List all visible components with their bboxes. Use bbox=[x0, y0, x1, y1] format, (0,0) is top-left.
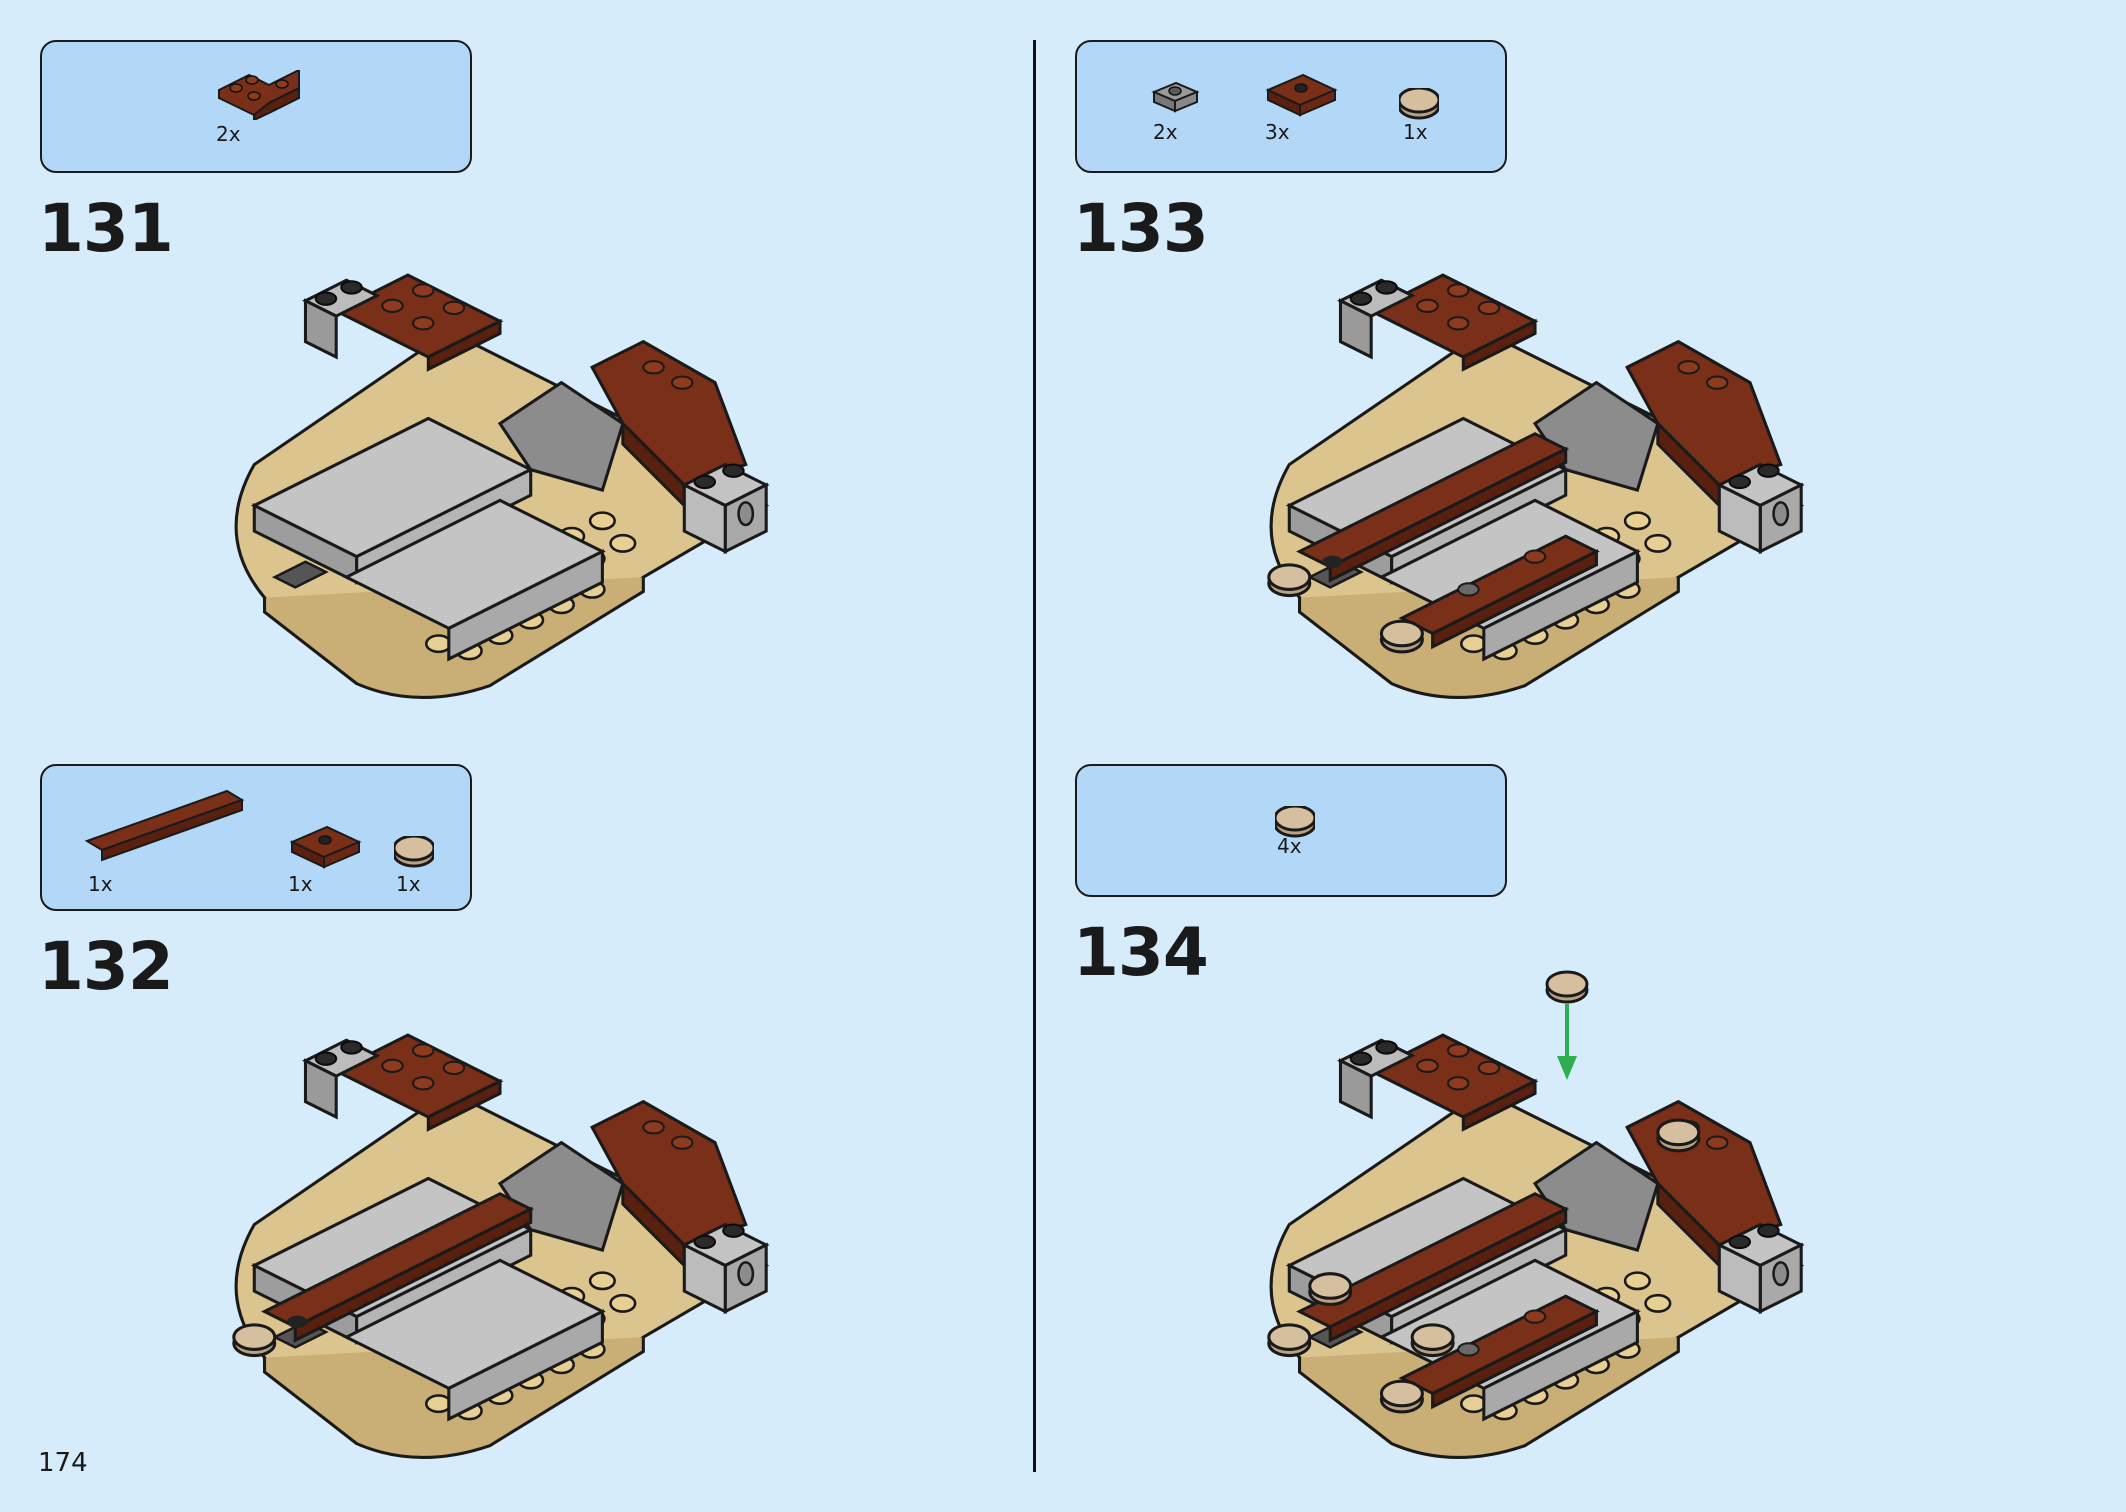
tan-round-tile-icon bbox=[1399, 88, 1439, 120]
brown-long-plate-icon bbox=[82, 786, 252, 866]
part-qty: 1x bbox=[288, 872, 313, 896]
page-number: 174 bbox=[38, 1448, 88, 1478]
assembly-model-step-133 bbox=[1225, 270, 1845, 704]
part-qty: 1x bbox=[1403, 120, 1428, 144]
page-divider bbox=[1033, 40, 1036, 1472]
part-qty: 2x bbox=[216, 122, 241, 146]
parts-box-step-131: 2x bbox=[40, 40, 472, 173]
gray-jumper-plate-icon bbox=[1151, 80, 1201, 116]
part-qty: 1x bbox=[88, 872, 113, 896]
parts-box-step-132: 1x 1x 1x bbox=[40, 764, 472, 911]
brown-jumper-plate-icon bbox=[287, 822, 367, 872]
step-number: 134 bbox=[1073, 914, 1209, 991]
tan-round-tile-icon bbox=[1542, 968, 1592, 1008]
part-qty: 4x bbox=[1277, 834, 1302, 858]
step-number: 132 bbox=[38, 928, 174, 1005]
parts-box-step-133: 2x 3x 1x bbox=[1075, 40, 1507, 173]
part-qty: 1x bbox=[396, 872, 421, 896]
tan-round-tile-icon bbox=[394, 836, 434, 868]
brown-jumper-plate-icon bbox=[1263, 70, 1343, 120]
assembly-model-step-131 bbox=[190, 270, 810, 704]
brown-corner-plate-icon bbox=[214, 70, 304, 120]
step-number: 133 bbox=[1073, 190, 1209, 267]
parts-box-step-134: 4x bbox=[1075, 764, 1507, 897]
green-arrow-icon bbox=[1556, 1004, 1578, 1082]
step-number: 131 bbox=[38, 190, 174, 267]
part-qty: 2x bbox=[1153, 120, 1178, 144]
assembly-model-step-132 bbox=[190, 1030, 810, 1464]
part-qty: 3x bbox=[1265, 120, 1290, 144]
assembly-model-step-134 bbox=[1225, 1030, 1845, 1464]
